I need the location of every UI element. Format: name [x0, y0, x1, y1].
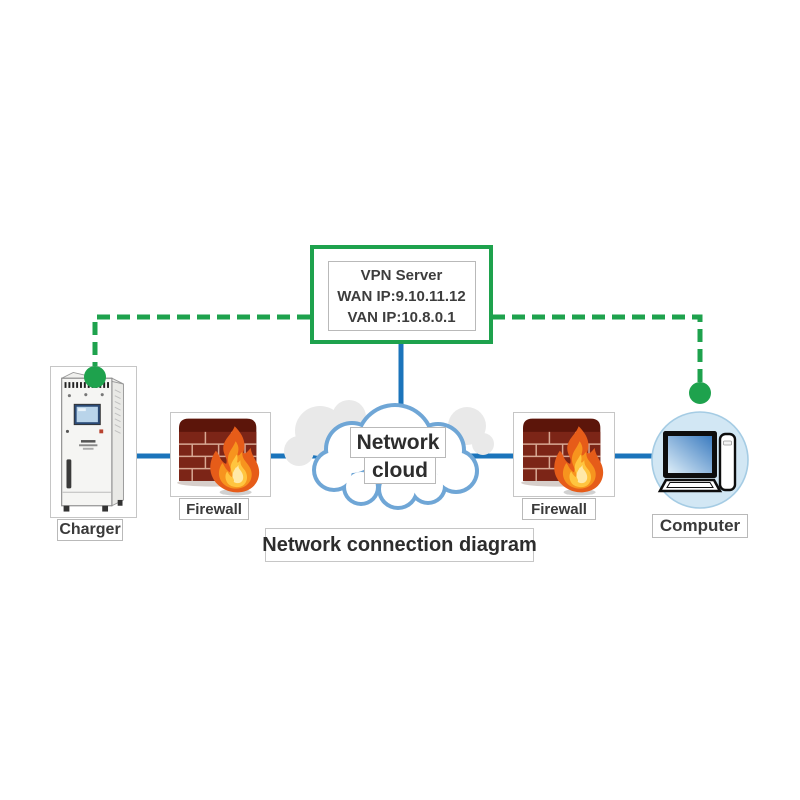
vpn-server-box: VPN Server WAN IP:9.10.11.12 VAN IP:10.8… [310, 245, 493, 344]
vpn-server-van-ip: VAN IP:10.8.0.1 [347, 308, 456, 326]
firewall-icon [176, 417, 260, 496]
desktop-computer-icon [651, 411, 749, 509]
cloud-label-line2: cloud [364, 457, 436, 484]
keyboard-inner-edge [666, 482, 714, 488]
firewall-right-node-box [513, 412, 615, 497]
firewall-icon [520, 417, 604, 496]
charger-node-box [50, 366, 137, 518]
computer-tower [718, 432, 737, 492]
computer-label: Computer [652, 514, 748, 538]
firewall-left-label: Firewall [179, 498, 249, 520]
side-vents [114, 389, 121, 434]
cloud-label-line1: Network [350, 427, 446, 458]
monitor-screen [668, 436, 712, 473]
charger-cabinet-icon [61, 371, 124, 512]
diagram-title: Network connection diagram [262, 528, 537, 562]
logo-text-block [79, 440, 98, 450]
tower-slot [723, 440, 732, 446]
vpn-server-text-box: VPN Server WAN IP:9.10.11.12 VAN IP:10.8… [327, 261, 476, 331]
cabinet-feet [63, 499, 123, 512]
firewall-right-label: Firewall [522, 498, 596, 520]
charger-label: Charger [57, 519, 123, 541]
keyboard [657, 478, 723, 493]
vpn-to-charger-dashed-line [92, 314, 310, 366]
vpn-server-name: VPN Server [360, 266, 443, 284]
firewall-left-node-box [170, 412, 271, 497]
vpn-to-computer-dashed-line [492, 314, 703, 383]
vpn-server-wan-ip: WAN IP:9.10.11.12 [337, 287, 466, 305]
